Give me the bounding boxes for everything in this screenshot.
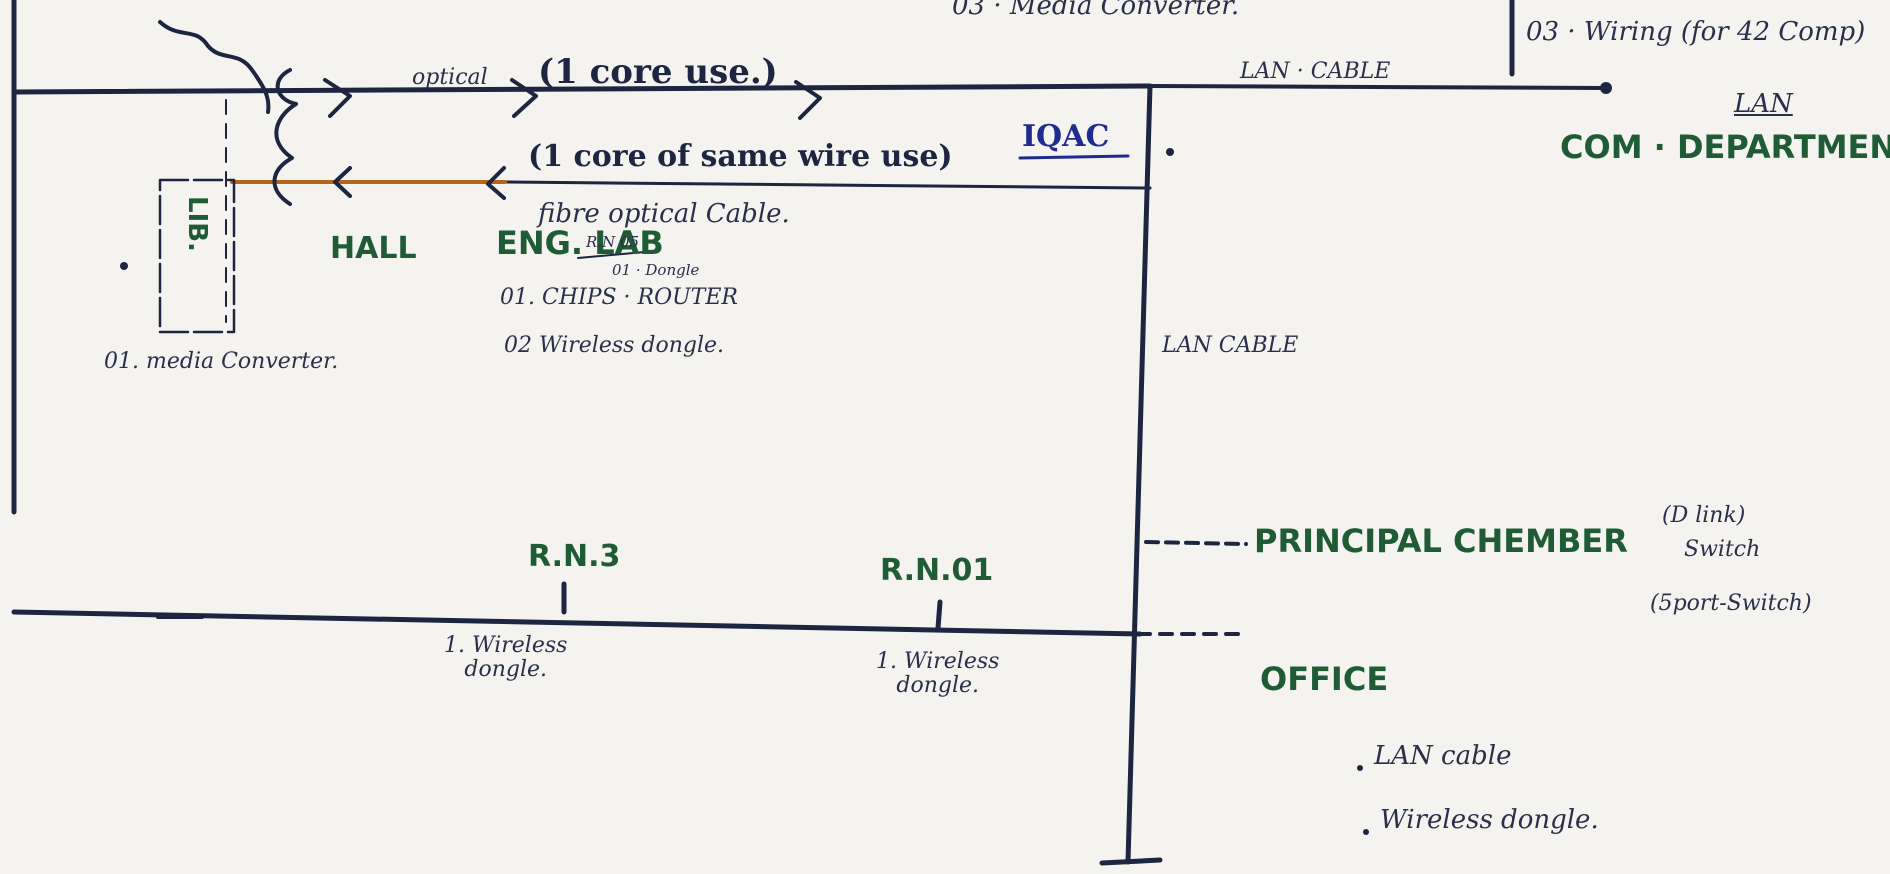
- wireless-dongle-rn01-label: 1. Wireless dongle.: [876, 649, 1000, 699]
- top-wire: [11, 83, 1153, 95]
- iqac-underline: [1018, 154, 1130, 160]
- rn3-label: R.N.3: [528, 539, 621, 574]
- dongle-01-label: 01 · Dongle: [612, 261, 700, 279]
- office-label: OFFICE: [1260, 660, 1389, 698]
- arrow-3: [794, 80, 822, 120]
- rn05-label: R.N 05: [586, 233, 640, 251]
- trunk-foot: [1099, 857, 1163, 866]
- lib-box: [158, 178, 236, 334]
- principal-chember-label: PRINCIPAL CHEMBER: [1254, 522, 1628, 560]
- wireless-dongle-rn3-label: 1. Wireless dongle.: [444, 633, 568, 683]
- iqac-dot: [1166, 148, 1174, 156]
- arrow-1: [323, 78, 352, 118]
- media-converter-01-label: 01. media Converter.: [104, 349, 339, 374]
- optical-label: optical: [412, 65, 488, 90]
- arrow-back-2: [486, 166, 506, 200]
- com-department-node: [1600, 82, 1612, 94]
- office-wireless-dongle-item: Wireless dongle.: [1380, 805, 1599, 835]
- one-core-same-wire-label: (1 core of same wire use): [528, 139, 953, 174]
- one-core-use-label: (1 core use.): [538, 52, 778, 92]
- fibre-return-wire: [503, 180, 1152, 190]
- lan-underlined-label: LAN: [1734, 89, 1793, 119]
- fibre-optical-cable-label: fibre optical Cable.: [538, 199, 790, 229]
- chips-router-label: 01. CHIPS · ROUTER: [500, 285, 738, 310]
- arrow-back-1: [333, 166, 352, 198]
- rn05-underline: [577, 251, 646, 259]
- incoming-fibre-squiggle: [158, 20, 271, 114]
- office-bullet-1: [1357, 765, 1363, 771]
- lan-cable-right-label: LAN CABLE: [1162, 333, 1299, 358]
- switch-label: Switch: [1684, 537, 1761, 562]
- lib-dot: [120, 262, 128, 270]
- rn01-label: R.N.01: [880, 553, 994, 588]
- eng-lab-label: ENG. LAB: [496, 224, 664, 262]
- office-lan-cable-item: LAN cable: [1374, 741, 1512, 771]
- fibre-loop: [272, 68, 298, 206]
- hall-label: HALL: [330, 231, 417, 266]
- lib-label: LIB.: [182, 196, 212, 252]
- lan-cable-top-label: LAN · CABLE: [1240, 59, 1391, 84]
- lan-cable-to-com-department: [1148, 84, 1606, 90]
- wiring-42-note: 03 · Wiring (for 42 Comp): [1526, 17, 1866, 47]
- arrow-2: [510, 78, 538, 118]
- principal-dashed-lead: [1144, 540, 1248, 546]
- office-bullet-2: [1363, 829, 1369, 835]
- iqac-label: IQAC: [1022, 119, 1110, 154]
- sport-switch-label: (5port-Switch): [1650, 591, 1812, 616]
- com-department-label: COM · DEPARTMEN: [1560, 128, 1890, 166]
- dlink-label: (D link): [1662, 503, 1746, 528]
- rn01-dropline: [935, 599, 943, 631]
- wireless-dongle-02-label: 02 Wireless dongle.: [504, 333, 725, 358]
- main-trunk-vertical: [1125, 83, 1153, 865]
- media-converter-03-note: 03 · Media Converter.: [952, 0, 1240, 21]
